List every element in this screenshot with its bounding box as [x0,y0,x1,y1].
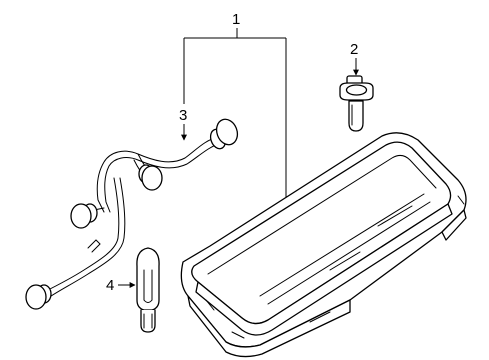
callout-3-label: 3 [179,107,187,124]
callout-2-label: 2 [350,41,358,58]
bulb [136,247,160,333]
lamp-assembly [180,132,467,358]
callout-1-leader [183,28,289,205]
wiring-harness [25,118,239,310]
callout-1-label: 1 [232,11,240,28]
callout-4-label: 4 [106,277,114,294]
mounting-clip [339,75,374,132]
